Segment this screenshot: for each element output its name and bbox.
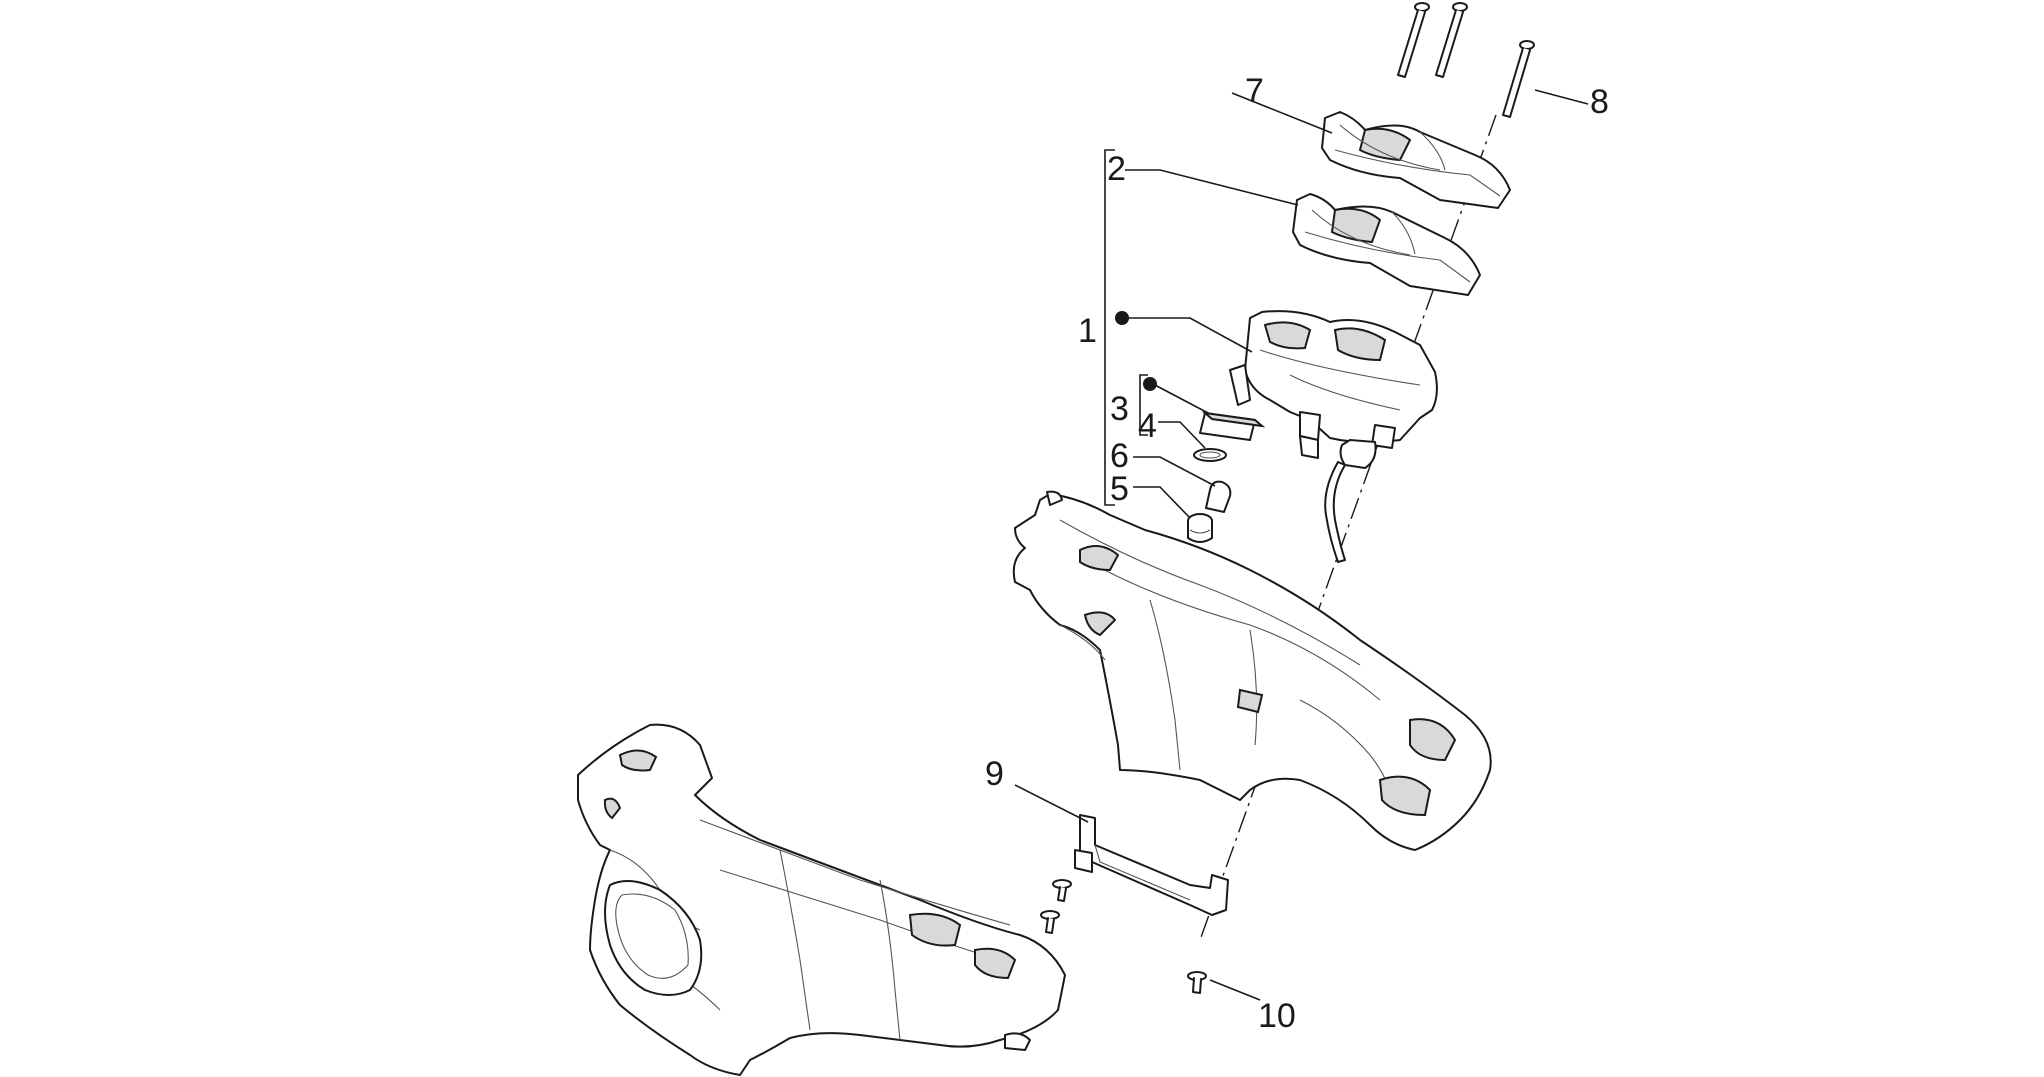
bulb-part-6 bbox=[1205, 480, 1232, 513]
bulb-holder-part-5 bbox=[1187, 513, 1213, 543]
cover-part-7 bbox=[1321, 111, 1511, 209]
screw-part-10 bbox=[1187, 971, 1207, 994]
screw bbox=[1397, 2, 1430, 78]
callout-8: 8 bbox=[1590, 83, 1609, 121]
instrument-cluster bbox=[1229, 310, 1438, 563]
screw bbox=[1502, 40, 1535, 118]
callout-labels: 1 2 3 4 5 6 7 8 9 10 bbox=[985, 72, 1609, 1035]
o-ring-part-4 bbox=[1193, 448, 1227, 462]
callout-2: 2 bbox=[1107, 150, 1126, 188]
screw bbox=[1052, 879, 1072, 902]
callout-9: 9 bbox=[985, 755, 1004, 793]
screws-part-8 bbox=[1397, 2, 1535, 118]
callout-3: 3 bbox=[1110, 390, 1129, 428]
bracket-screws bbox=[1040, 879, 1072, 934]
callout-4: 4 bbox=[1138, 407, 1157, 445]
rear-handlebar-cover bbox=[1012, 490, 1492, 851]
group-bracket-3 bbox=[1139, 374, 1148, 436]
callout-5: 5 bbox=[1110, 470, 1129, 508]
callout-7: 7 bbox=[1245, 72, 1264, 110]
bracket-part-9 bbox=[1074, 814, 1229, 916]
inclusion-dot-1 bbox=[1115, 311, 1129, 325]
callout-10: 10 bbox=[1258, 997, 1296, 1035]
block-part-3 bbox=[1199, 411, 1266, 441]
callout-6: 6 bbox=[1110, 437, 1129, 475]
cover-part-2 bbox=[1292, 193, 1481, 296]
screw bbox=[1435, 2, 1468, 78]
group-bracket-1 bbox=[1104, 149, 1115, 506]
screw bbox=[1040, 910, 1060, 934]
inclusion-dot-3 bbox=[1143, 377, 1157, 391]
leader-lines bbox=[1014, 89, 1589, 1001]
front-handlebar-cover bbox=[577, 723, 1066, 1076]
callout-1: 1 bbox=[1078, 312, 1097, 350]
